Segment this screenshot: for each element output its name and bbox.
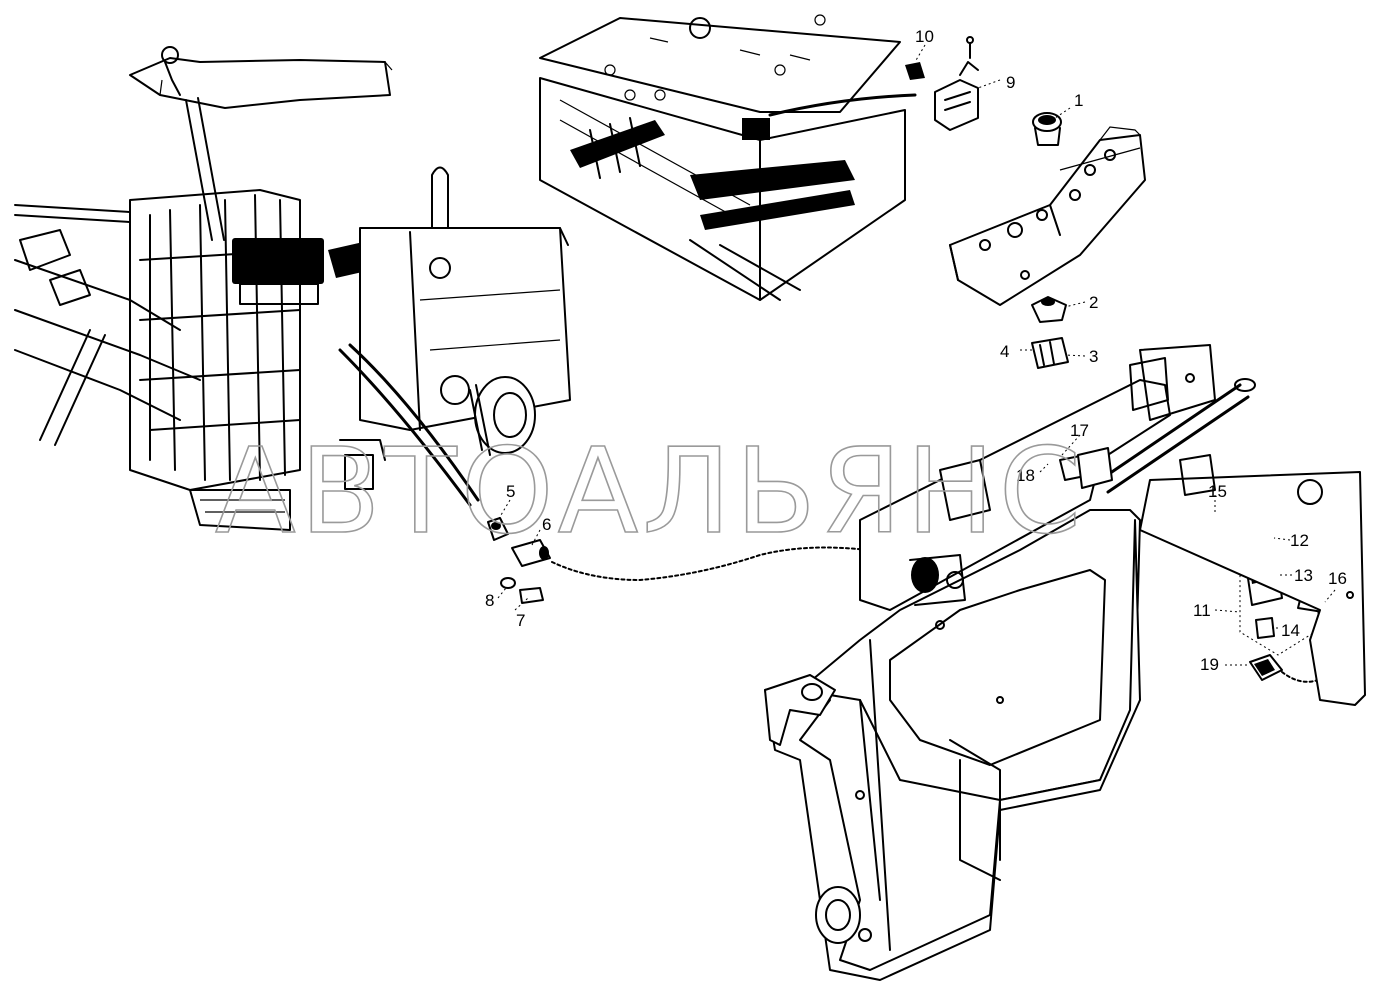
machine-assembly [14, 46, 571, 531]
callout-5: 5 [506, 482, 515, 501]
callout-1: 1 [1074, 91, 1083, 110]
electrical-box [539, 14, 917, 301]
part-19-sensor [1249, 654, 1319, 683]
callout-2: 2 [1089, 293, 1098, 312]
callout-6: 6 [542, 515, 551, 534]
callout-labels: 1 2 3 4 5 6 7 8 9 10 11 12 13 14 15 16 1… [485, 27, 1347, 674]
part-2-cap [1031, 296, 1067, 323]
part-9-relay [934, 36, 979, 131]
callout-17: 17 [1070, 421, 1089, 440]
part-1-switch [1032, 112, 1062, 146]
part-5-connector [487, 517, 509, 541]
frame-assembly [764, 344, 1366, 981]
callout-12: 12 [1290, 531, 1309, 550]
hydraulic-unit [909, 554, 966, 606]
callout-15: 15 [1208, 482, 1227, 501]
part-6-plug [511, 539, 901, 581]
part-8-ring [500, 577, 516, 589]
callout-10: 10 [915, 27, 934, 46]
callout-14: 14 [1281, 621, 1300, 640]
callout-13: 13 [1294, 566, 1313, 585]
callout-4: 4 [1000, 342, 1009, 361]
callout-16: 16 [1328, 569, 1347, 588]
callout-9: 9 [1006, 73, 1015, 92]
leader-lines [497, 44, 1336, 666]
part-7-pin [519, 587, 544, 604]
part-3-4-switch-block [1031, 337, 1069, 369]
control-console [949, 126, 1146, 306]
callout-11: 11 [1193, 601, 1211, 620]
terminal-blocks [570, 117, 855, 301]
callout-7: 7 [516, 611, 525, 630]
callout-8: 8 [485, 591, 494, 610]
callout-18: 18 [1016, 466, 1035, 485]
part-10-block [905, 62, 925, 80]
watermark: АВТОАЛЬЯНС [215, 422, 1085, 560]
callout-3: 3 [1089, 347, 1098, 366]
callout-19: 19 [1200, 655, 1219, 674]
